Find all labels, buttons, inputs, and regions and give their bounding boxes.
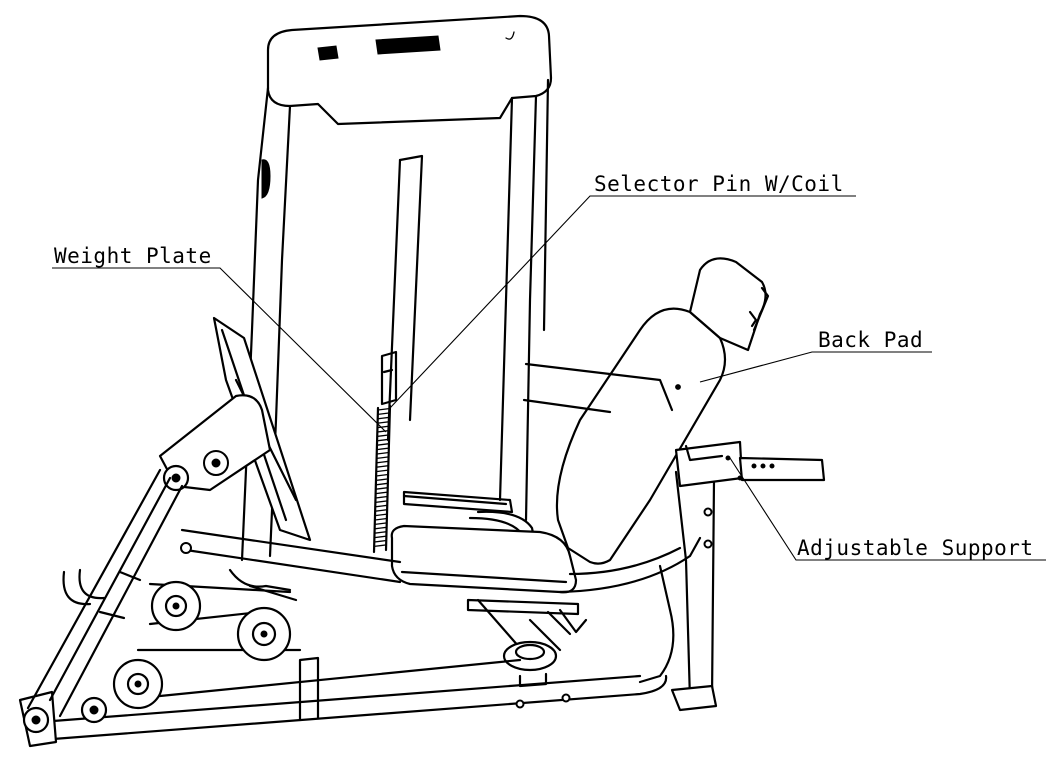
coil-segment <box>376 443 390 446</box>
coil-segment <box>375 465 390 468</box>
coil-segment <box>374 504 389 508</box>
label-back-pad: Back Pad <box>818 328 923 352</box>
coil-segment <box>374 509 388 512</box>
coil-segment <box>374 517 388 521</box>
label-weight-plate: Weight Plate <box>54 244 212 268</box>
seat <box>390 490 588 636</box>
coil-segment <box>373 539 388 543</box>
coil-segment <box>377 416 391 420</box>
coil-segment <box>373 544 387 548</box>
leader-back-pad <box>699 351 932 383</box>
coil-segment <box>375 491 389 495</box>
coil-segment <box>375 478 389 482</box>
weight-plate-coil <box>372 404 392 554</box>
coil-segment <box>377 407 391 411</box>
coil-segment <box>375 482 389 486</box>
coil-segment <box>375 487 389 490</box>
label-selector-pin: Selector Pin W/Coil <box>594 172 844 196</box>
coil-segment <box>374 526 388 530</box>
coil-segment <box>376 456 390 460</box>
coil-segment <box>376 421 391 424</box>
label-adjustable-support: Adjustable Support <box>797 536 1034 560</box>
coil-segment <box>374 513 388 517</box>
coil-segment <box>376 438 390 442</box>
coil-segment <box>375 473 389 477</box>
coil-segment <box>376 429 391 433</box>
coil-segment <box>377 412 391 416</box>
adjustable-support <box>674 440 826 488</box>
leader-adjustable-support <box>729 457 1046 561</box>
coil-segment <box>375 460 390 464</box>
weight-stack-tower <box>240 14 553 562</box>
coil-edge <box>372 404 392 554</box>
callout-leaders <box>52 195 1046 561</box>
footplate-assembly <box>22 316 312 734</box>
coil-segment <box>374 500 389 504</box>
coil-segment <box>373 535 388 539</box>
coil-segment <box>376 447 390 451</box>
coil-segment <box>375 469 389 473</box>
coil-segment <box>376 451 390 455</box>
back-pad <box>555 257 770 565</box>
coil-segment <box>374 495 389 499</box>
leader-weight-plate <box>52 267 387 433</box>
coil-segment <box>373 531 388 534</box>
coil-segment <box>376 434 390 438</box>
coil-segment <box>374 522 388 526</box>
leader-selector-pin <box>389 195 856 409</box>
pulley-system <box>112 542 522 710</box>
coil-segment <box>376 425 391 429</box>
